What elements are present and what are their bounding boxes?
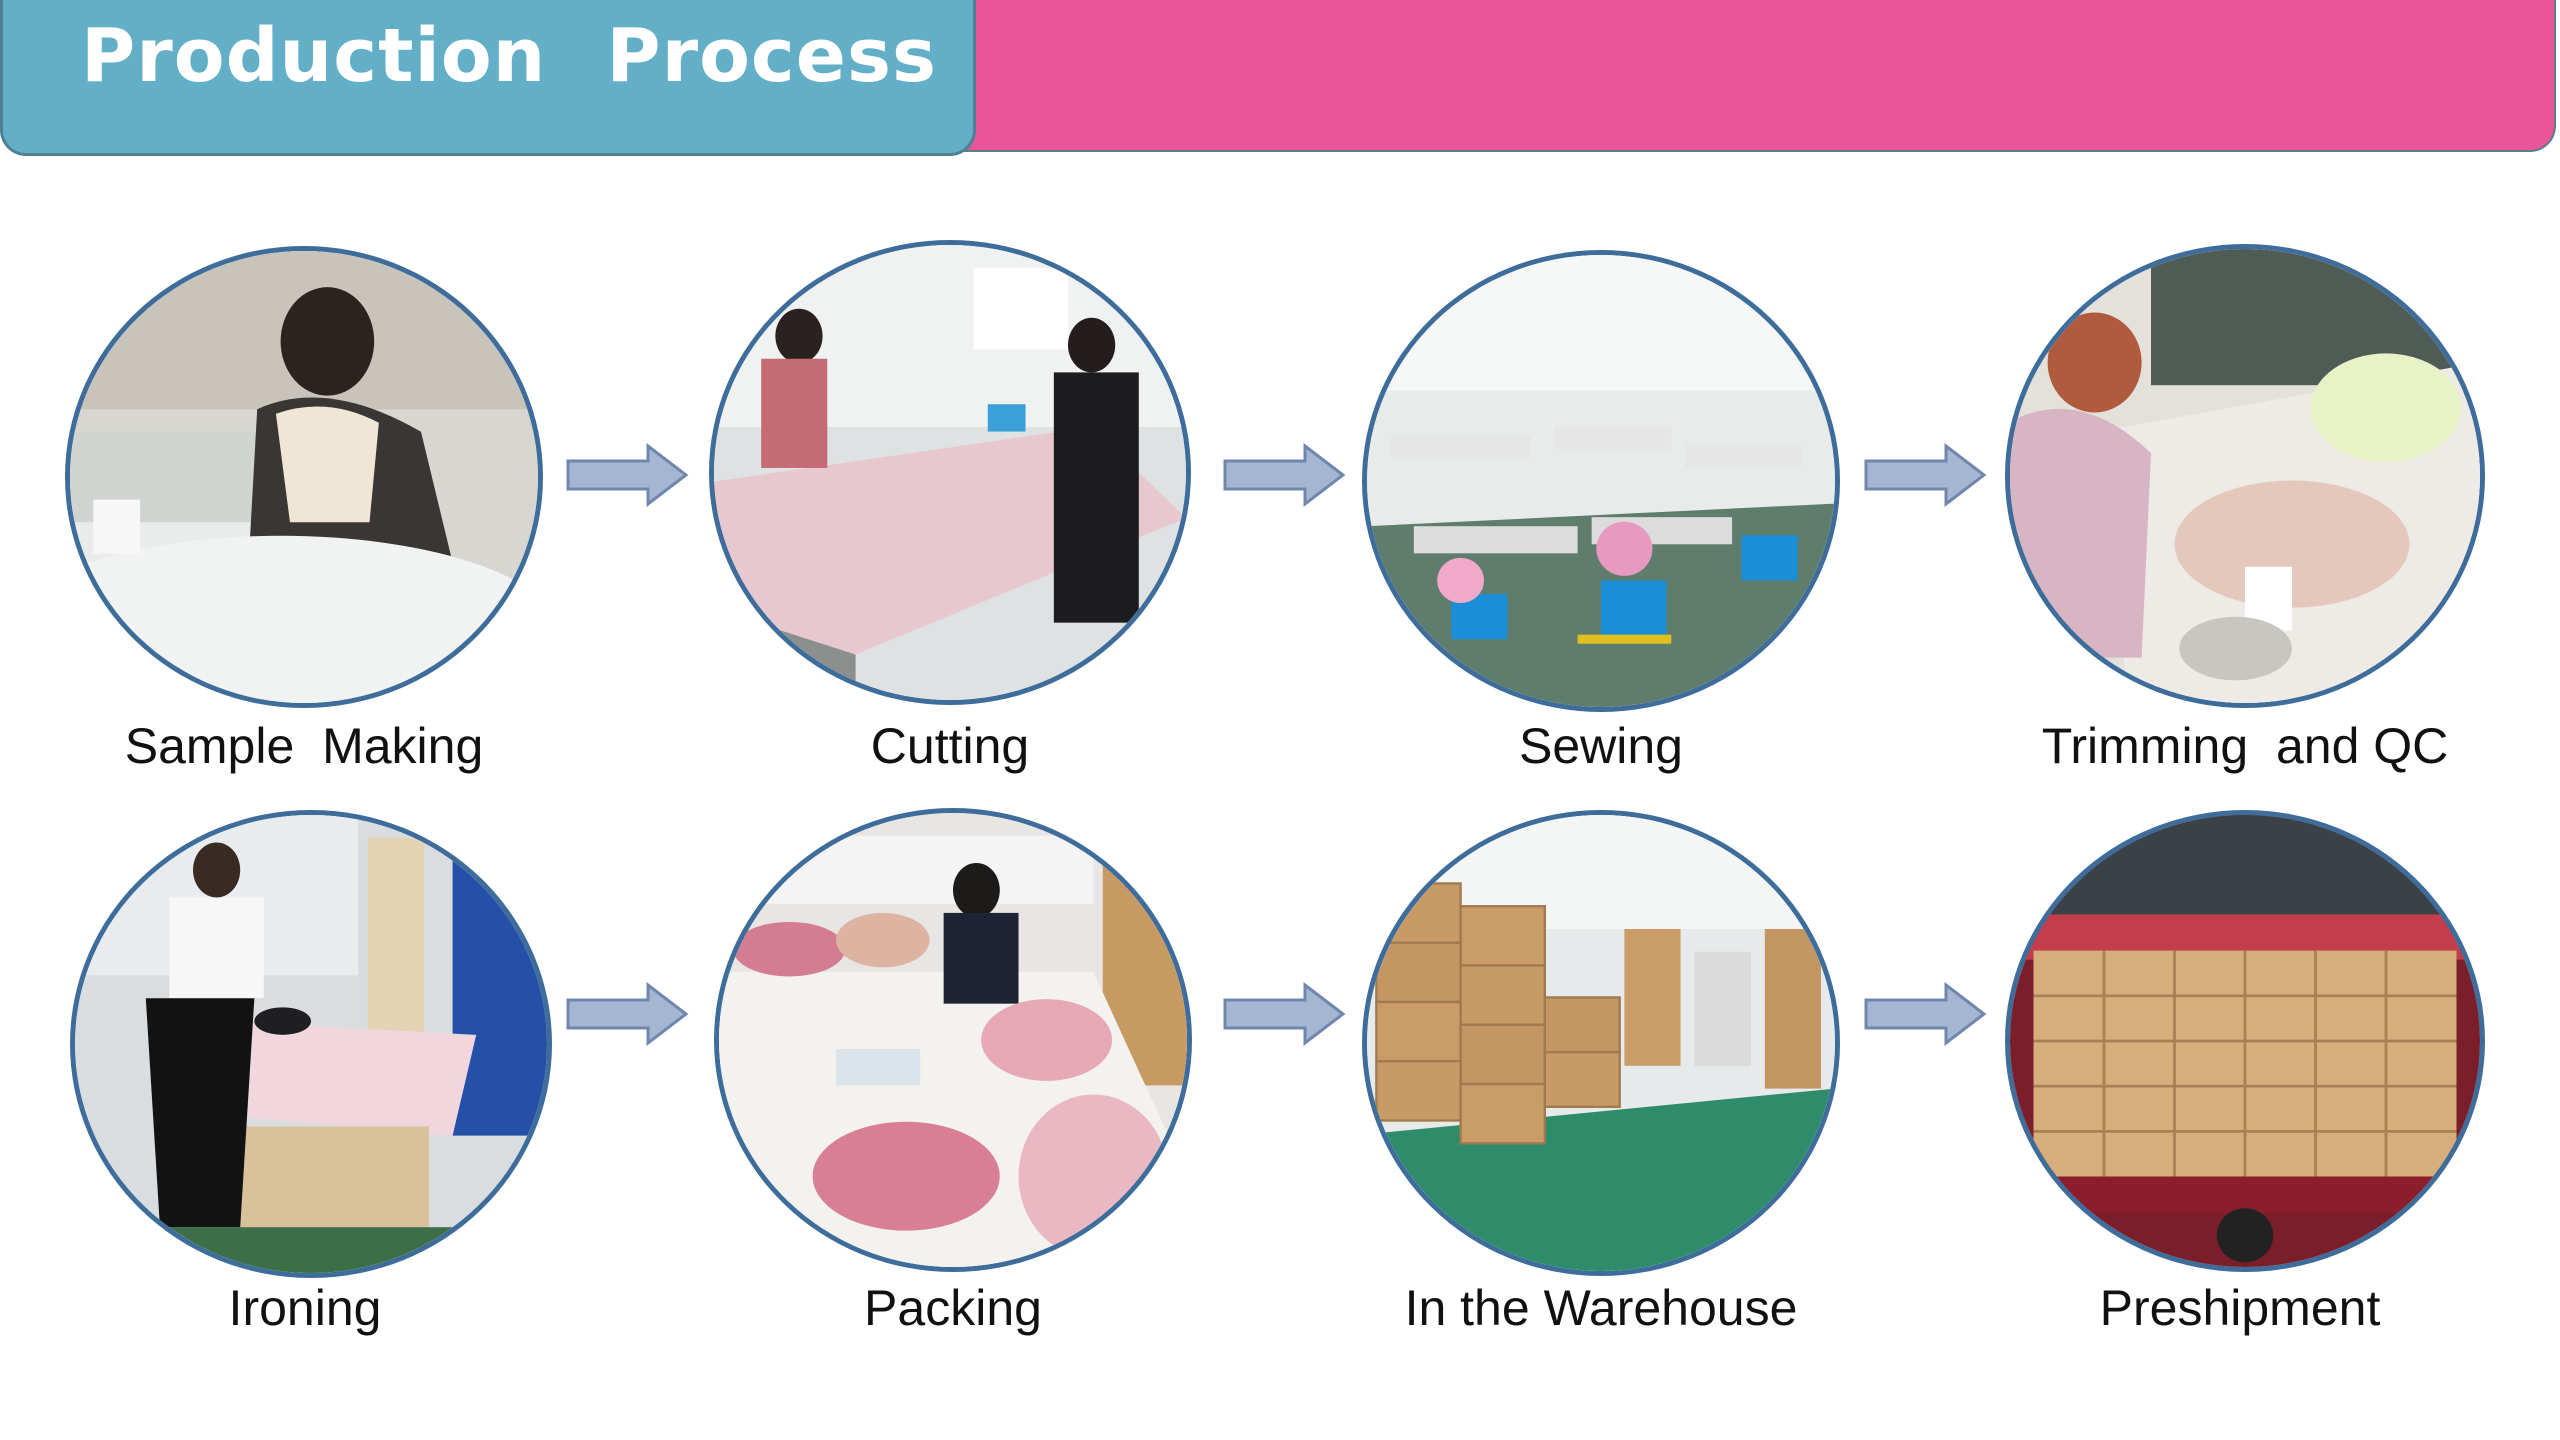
arrow-right-icon bbox=[1864, 982, 1988, 1046]
arrow-right-icon bbox=[1864, 443, 1988, 507]
step-label-ironing: Ironing bbox=[228, 1280, 382, 1336]
step-label-sample-making: Sample Making bbox=[124, 718, 484, 774]
warehouse-photo bbox=[1362, 810, 1840, 1276]
page-title: Production Process bbox=[81, 6, 937, 106]
step-label-trimming-qc: Trimming and QC bbox=[2041, 718, 2449, 774]
packing-photo bbox=[714, 808, 1192, 1272]
preshipment-photo bbox=[2005, 810, 2485, 1272]
arrow-right-icon bbox=[566, 982, 690, 1046]
trimming-qc-photo bbox=[2005, 244, 2485, 708]
step-label-sewing: Sewing bbox=[1519, 718, 1683, 774]
step-label-cutting: Cutting bbox=[870, 718, 1030, 774]
title-word-process: Process bbox=[606, 13, 938, 99]
title-word-production: Production bbox=[81, 13, 547, 99]
cutting-photo bbox=[709, 240, 1191, 705]
step-label-packing: Packing bbox=[864, 1280, 1042, 1336]
step-label-preshipment: Preshipment bbox=[2099, 1280, 2381, 1336]
header-banner-blue: Production Process bbox=[0, 0, 976, 156]
sewing-photo bbox=[1362, 250, 1840, 712]
arrow-right-icon bbox=[566, 443, 690, 507]
ironing-photo bbox=[70, 810, 552, 1278]
sample-making-photo bbox=[65, 246, 543, 708]
step-label-warehouse: In the Warehouse bbox=[1404, 1280, 1798, 1336]
arrow-right-icon bbox=[1223, 982, 1347, 1046]
arrow-right-icon bbox=[1223, 443, 1347, 507]
